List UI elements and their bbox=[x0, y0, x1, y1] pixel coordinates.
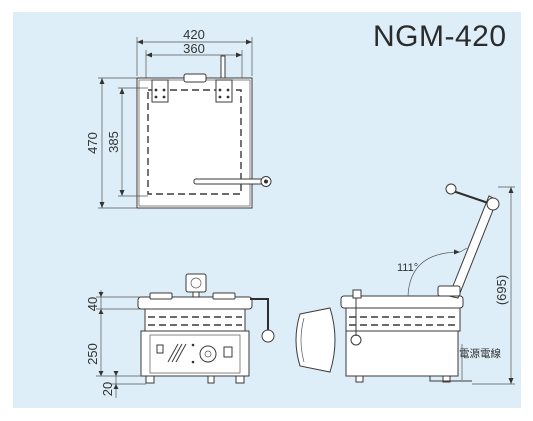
hinge-right bbox=[215, 79, 233, 103]
hinge-left bbox=[151, 79, 169, 103]
dim-body-height: 250 bbox=[85, 343, 100, 365]
dim-inner-depth: 385 bbox=[106, 131, 121, 153]
dim-top-height: 40 bbox=[85, 297, 100, 311]
top-view: 420 360 bbox=[85, 27, 272, 209]
top-view-handle bbox=[193, 176, 272, 187]
front-view: 40 250 20 bbox=[85, 273, 275, 398]
model-title: NGM-420 bbox=[373, 20, 507, 53]
side-view: 111° (695) 電源電線 bbox=[295, 183, 515, 385]
dim-inner-width: 360 bbox=[183, 41, 205, 56]
dim-outer-width: 420 bbox=[183, 27, 205, 42]
dim-leg-height: 20 bbox=[100, 382, 115, 396]
dim-open-height: (695) bbox=[494, 275, 509, 305]
dim-outer-depth: 470 bbox=[85, 132, 100, 154]
power-cord-label: 電源電線 bbox=[459, 347, 501, 360]
open-angle-label: 111° bbox=[397, 262, 418, 274]
